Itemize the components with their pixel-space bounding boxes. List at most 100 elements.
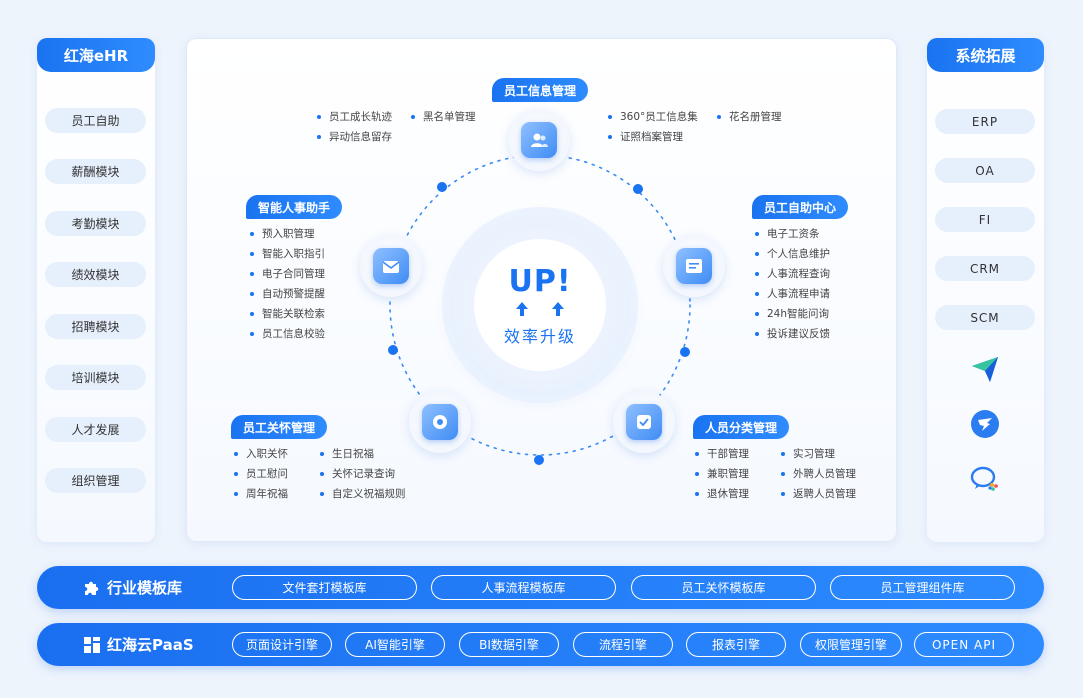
up-arrow-icon <box>516 301 528 316</box>
list-item: 外聘人员管理 <box>779 464 856 484</box>
classify-list-col1: 干部管理 兼职管理 退休管理 <box>693 444 749 504</box>
info-module-tag[interactable]: 员工信息管理 <box>492 78 589 102</box>
wecom-app-icon[interactable] <box>970 464 1000 494</box>
module-item-organization[interactable]: 组织管理 <box>45 468 146 493</box>
list-item: 返聘人员管理 <box>779 484 856 504</box>
engine-pill-page-design[interactable]: 页面设计引擎 <box>232 632 332 657</box>
module-item-training[interactable]: 培训模块 <box>45 365 146 390</box>
care-list-col2: 生日祝福 关怀记录查询 自定义祝福规则 <box>318 444 406 504</box>
ring-dot <box>534 455 544 465</box>
list-item: 兼职管理 <box>693 464 749 484</box>
template-pill-print[interactable]: 文件套打模板库 <box>232 575 417 600</box>
core-diagram-panel: UP! 效率升级 员工信息管理 员工成长轨迹 异动信息留存 黑名单管理 360°… <box>186 38 897 542</box>
list-item: 360°员工信息集 <box>606 107 698 127</box>
list-item: 黑名单管理 <box>409 107 476 127</box>
paas-bar-header: 红海云PaaS <box>83 623 194 666</box>
list-item: 自动预警提醒 <box>248 284 325 304</box>
list-item: 干部管理 <box>693 444 749 464</box>
info-list-col4: 花名册管理 <box>715 107 782 127</box>
paper-plane-app-icon[interactable] <box>970 354 1000 384</box>
ehr-panel-title: 红海eHR <box>37 38 155 72</box>
assistant-list: 预入职管理 智能入职指引 电子合同管理 自动预警提醒 智能关联检索 员工信息校验 <box>248 224 325 344</box>
engine-pill-ai[interactable]: AI智能引擎 <box>345 632 445 657</box>
module-item-performance[interactable]: 绩效模块 <box>45 262 146 287</box>
list-item: 预入职管理 <box>248 224 325 244</box>
info-node[interactable] <box>508 109 570 171</box>
list-item: 人事流程查询 <box>753 264 830 284</box>
list-item: 人事流程申请 <box>753 284 830 304</box>
engine-pill-workflow[interactable]: 流程引擎 <box>573 632 673 657</box>
list-item: 证照档案管理 <box>606 127 698 147</box>
industry-template-bar: 行业模板库 文件套打模板库 人事流程模板库 员工关怀模板库 员工管理组件库 <box>37 566 1044 609</box>
list-item: 个人信息维护 <box>753 244 830 264</box>
module-item-attendance[interactable]: 考勤模块 <box>45 211 146 236</box>
template-bar-title: 行业模板库 <box>107 579 183 597</box>
list-item: 智能入职指引 <box>248 244 325 264</box>
care-node[interactable] <box>409 391 471 453</box>
assistant-node[interactable] <box>360 235 422 297</box>
mail-icon <box>382 261 400 273</box>
self-service-module-tag[interactable]: 员工自助中心 <box>752 195 849 219</box>
engine-pill-bi[interactable]: BI数据引擎 <box>459 632 559 657</box>
list-item: 实习管理 <box>779 444 856 464</box>
list-item: 电子工资条 <box>753 224 830 244</box>
list-item: 生日祝福 <box>318 444 406 464</box>
engine-pill-report[interactable]: 报表引擎 <box>686 632 786 657</box>
users-icon <box>531 133 548 147</box>
list-item: 员工慰问 <box>232 464 288 484</box>
list-item: 异动信息留存 <box>315 127 392 147</box>
classify-node[interactable] <box>613 391 675 453</box>
ring-dot <box>437 182 447 192</box>
info-list-col3: 360°员工信息集 证照档案管理 <box>606 107 698 147</box>
paas-bar: 红海云PaaS 页面设计引擎 AI智能引擎 BI数据引擎 流程引擎 报表引擎 权… <box>37 623 1044 666</box>
module-item-payroll[interactable]: 薪酬模块 <box>45 159 146 184</box>
extension-item-oa[interactable]: OA <box>935 158 1035 183</box>
extension-item-crm[interactable]: CRM <box>935 256 1035 281</box>
self-service-list: 电子工资条 个人信息维护 人事流程查询 人事流程申请 24h智能问询 投诉建议反… <box>753 224 830 344</box>
list-item: 关怀记录查询 <box>318 464 406 484</box>
template-pill-workflow[interactable]: 人事流程模板库 <box>431 575 616 600</box>
list-item: 入职关怀 <box>232 444 288 464</box>
ehr-module-panel: 红海eHR 员工自助 薪酬模块 考勤模块 绩效模块 招聘模块 培训模块 人才发展… <box>37 38 155 542</box>
list-item: 花名册管理 <box>715 107 782 127</box>
system-extension-panel: 系统拓展 ERP OA FI CRM SCM <box>927 38 1044 542</box>
efficiency-hub: UP! 效率升级 <box>454 219 626 391</box>
extension-item-erp[interactable]: ERP <box>935 109 1035 134</box>
info-list-col1: 员工成长轨迹 异动信息留存 <box>315 107 392 147</box>
classify-module-tag[interactable]: 人员分类管理 <box>693 415 790 439</box>
paas-bar-title: 红海云PaaS <box>107 636 194 654</box>
extension-item-scm[interactable]: SCM <box>935 305 1035 330</box>
assistant-module-tag[interactable]: 智能人事助手 <box>246 195 343 219</box>
template-pill-components[interactable]: 员工管理组件库 <box>830 575 1015 600</box>
extension-item-fi[interactable]: FI <box>935 207 1035 232</box>
list-item: 24h智能问询 <box>753 304 830 324</box>
up-arrow-icon <box>552 301 564 316</box>
care-list-col1: 入职关怀 员工慰问 周年祝福 <box>232 444 288 504</box>
module-item-self-service[interactable]: 员工自助 <box>45 108 146 133</box>
template-bar-header: 行业模板库 <box>83 566 182 609</box>
hub-title: UP! <box>508 263 572 299</box>
ring-dot <box>680 347 690 357</box>
care-icon <box>433 415 447 429</box>
extension-panel-title: 系统拓展 <box>927 38 1044 72</box>
self-service-node[interactable] <box>663 235 725 297</box>
dingtalk-app-icon[interactable] <box>970 409 1000 439</box>
list-item: 智能关联检索 <box>248 304 325 324</box>
module-item-talent[interactable]: 人才发展 <box>45 417 146 442</box>
care-module-tag[interactable]: 员工关怀管理 <box>231 415 328 439</box>
ring-dot <box>633 184 643 194</box>
engine-pill-permission[interactable]: 权限管理引擎 <box>800 632 902 657</box>
list-item: 自定义祝福规则 <box>318 484 406 504</box>
engine-pill-open-api[interactable]: OPEN API <box>914 632 1014 657</box>
classify-list-col2: 实习管理 外聘人员管理 返聘人员管理 <box>779 444 856 504</box>
list-item: 投诉建议反馈 <box>753 324 830 344</box>
hub-subtitle: 效率升级 <box>503 326 576 346</box>
list-item: 电子合同管理 <box>248 264 325 284</box>
check-badge-icon <box>637 415 651 429</box>
list-item: 员工信息校验 <box>248 324 325 344</box>
template-pill-care[interactable]: 员工关怀模板库 <box>631 575 816 600</box>
module-item-recruitment[interactable]: 招聘模块 <box>45 314 146 339</box>
list-item: 员工成长轨迹 <box>315 107 392 127</box>
document-icon <box>686 259 702 273</box>
info-list-col2: 黑名单管理 <box>409 107 476 127</box>
